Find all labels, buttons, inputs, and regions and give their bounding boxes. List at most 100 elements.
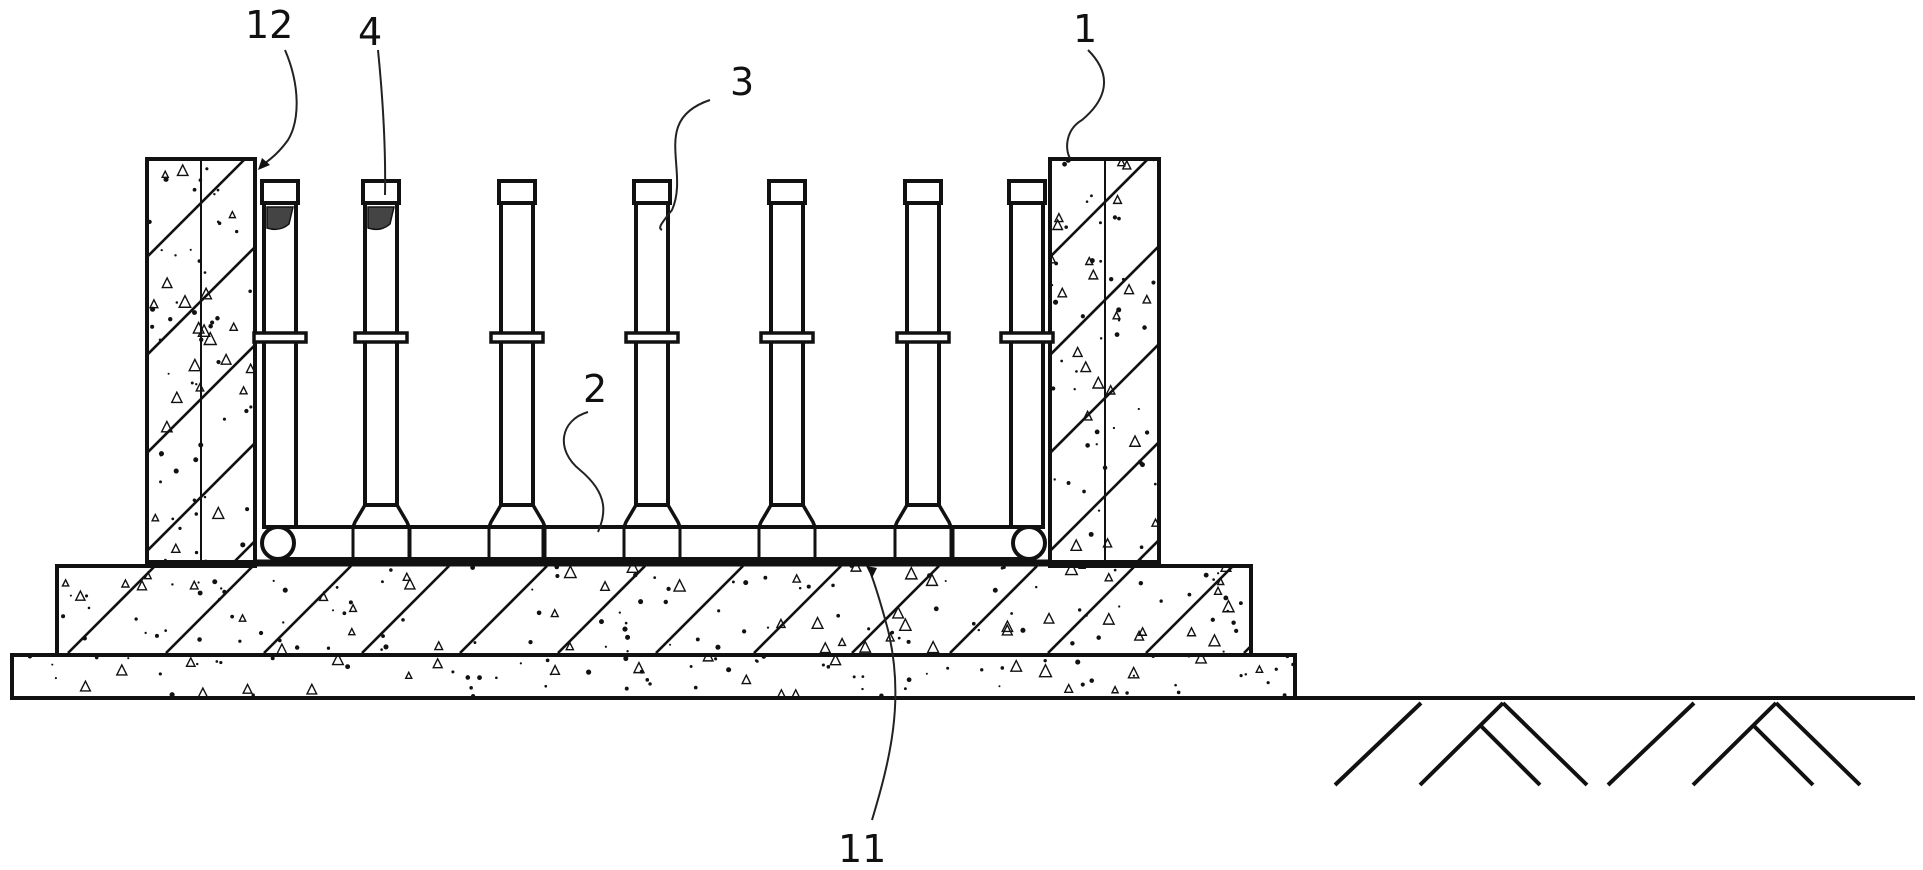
aggregate-mark <box>401 618 405 622</box>
aggregate-mark <box>625 634 631 640</box>
soil-stroke <box>1333 701 1423 787</box>
riser-collar <box>895 331 951 344</box>
aggregate-mark <box>1001 619 1014 633</box>
aggregate-mark <box>169 692 175 698</box>
aggregate-mark <box>623 656 629 662</box>
riser-pipe-6 <box>893 179 953 559</box>
riser-collar <box>489 331 545 344</box>
aggregate-mark <box>1187 655 1191 658</box>
aggregate-mark <box>1116 159 1127 167</box>
hatch-line <box>67 566 156 653</box>
aggregate-mark <box>150 306 156 312</box>
riser-body <box>1009 179 1045 529</box>
aggregate-mark <box>714 657 718 661</box>
aggregate-mark <box>1051 386 1056 391</box>
aggregate-mark <box>168 316 173 322</box>
aggregate-mark <box>1112 215 1118 220</box>
hatch-line <box>1525 159 1923 566</box>
hatch-line <box>524 159 931 566</box>
aggregate-mark <box>519 662 522 665</box>
label-11: 11 <box>838 827 886 870</box>
aggregate-mark <box>689 665 693 668</box>
aggregate-mark <box>1075 659 1081 665</box>
aggregate-mark <box>238 613 247 622</box>
aggregate-mark <box>1118 605 1121 608</box>
aggregate-mark <box>669 643 672 646</box>
aggregate-mark <box>925 672 928 675</box>
riser-cap <box>260 179 300 205</box>
soil-stroke <box>1774 701 1862 787</box>
aggregate-mark <box>1105 384 1116 395</box>
aggregate-mark <box>160 419 174 433</box>
left-wall <box>145 157 1029 568</box>
aggregate-mark <box>618 611 621 614</box>
aggregate-mark <box>632 661 646 674</box>
aggregate-mark <box>196 662 199 666</box>
aggregate-mark <box>1222 650 1225 653</box>
aggregate-mark <box>178 526 182 531</box>
aggregate-mark <box>1112 193 1123 205</box>
aggregate-mark <box>249 405 253 409</box>
aggregate-mark <box>791 573 802 583</box>
aggregate-mark <box>1084 255 1094 266</box>
aggregate-mark <box>836 613 841 618</box>
aggregate-mark <box>1117 216 1121 221</box>
aggregate-mark <box>1064 225 1068 229</box>
aggregate-mark <box>1050 555 1052 559</box>
hatch-line <box>147 343 255 455</box>
hatch-line <box>147 159 246 259</box>
aggregate-mark <box>1112 426 1116 430</box>
aggregate-mark <box>198 442 204 448</box>
hatch-line <box>1243 644 1251 653</box>
aggregate-mark <box>554 566 560 570</box>
aggregate-mark <box>238 385 249 395</box>
aggregate-mark <box>1072 345 1084 358</box>
aggregate-mark <box>1187 592 1192 597</box>
aggregate-mark <box>215 660 219 663</box>
aggregate-mark <box>282 621 285 624</box>
soil-stroke <box>1501 701 1589 787</box>
aggregate-mark <box>1077 608 1082 612</box>
aggregate-mark <box>731 580 735 584</box>
aggregate-mark <box>143 570 153 580</box>
aggregate-mark <box>1186 626 1197 637</box>
aggregate-mark <box>1070 641 1075 646</box>
aggregate-mark <box>1088 531 1094 537</box>
aggregate-mark <box>161 276 174 289</box>
aggregate-mark <box>348 600 353 605</box>
hatch-line <box>1329 159 1736 566</box>
aggregate-mark <box>790 688 801 698</box>
riser-pipe-3 <box>487 179 547 559</box>
riser-cap <box>1007 179 1047 205</box>
aggregate-mark <box>194 512 199 516</box>
hatch-line <box>622 159 1029 566</box>
aggregate-mark <box>158 451 165 457</box>
aggregate-mark <box>852 675 856 679</box>
aggregate-mark <box>192 320 206 334</box>
aggregate-mark <box>1274 667 1278 671</box>
aggregate-mark <box>270 656 275 661</box>
aggregate-mark <box>1089 678 1094 683</box>
aggregate-mark <box>1128 434 1142 447</box>
aggregate-mark <box>380 648 383 651</box>
aggregate-mark <box>1053 478 1056 481</box>
aggregate-mark <box>890 630 895 635</box>
aggregate-mark <box>829 655 842 666</box>
aggregate-mark <box>163 176 169 182</box>
aggregate-mark <box>550 608 560 618</box>
aggregate-mark <box>175 301 179 304</box>
aggregate-mark <box>199 337 204 342</box>
float-valve-icon <box>266 206 294 231</box>
aggregate-mark <box>193 457 199 463</box>
aggregate-mark <box>164 558 167 562</box>
aggregate-mark <box>1255 664 1264 674</box>
aggregate-mark <box>127 657 130 660</box>
aggregate-mark <box>171 517 175 521</box>
aggregate-mark <box>234 229 239 234</box>
aggregate-mark <box>898 617 913 631</box>
aggregate-mark <box>1176 690 1181 695</box>
aggregate-mark <box>136 579 148 591</box>
riser-cap <box>632 179 672 205</box>
aggregate-mark <box>1102 465 1108 470</box>
